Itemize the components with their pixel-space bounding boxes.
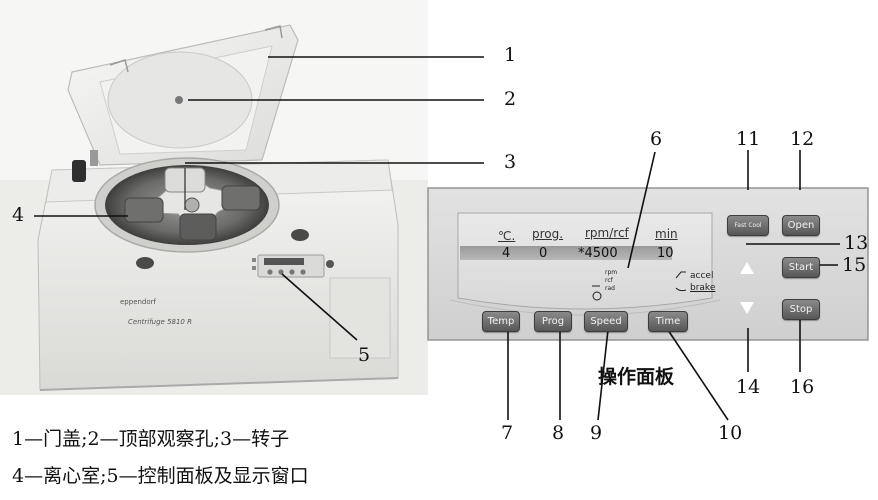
- lid: [67, 24, 299, 166]
- callout-9: 9: [590, 422, 603, 444]
- hinge-knob: [72, 150, 98, 182]
- callout-1: 1: [504, 44, 517, 66]
- lcd-label-temp: ℃.: [498, 229, 516, 243]
- callout-5: 5: [358, 344, 371, 366]
- callout-4: 4: [12, 204, 25, 226]
- callout-2: 2: [504, 88, 517, 110]
- callout-13: 13: [844, 232, 869, 254]
- callout-10: 10: [718, 422, 743, 444]
- lcd-indicator-rpm: rpm: [605, 269, 618, 276]
- rotor: [124, 167, 261, 241]
- up-arrow-icon: [740, 262, 754, 274]
- lcd-value-band: [460, 246, 672, 260]
- lcd-indicator-accel: accel: [690, 271, 714, 281]
- model-label: Centrifuge 5810 R: [128, 318, 192, 326]
- callout-14: 14: [736, 376, 761, 398]
- start-button[interactable]: Start: [782, 257, 820, 278]
- time-button[interactable]: Time: [648, 311, 688, 332]
- temp-button[interactable]: Temp: [482, 311, 520, 332]
- callout-lines-panel: [507, 150, 840, 421]
- device-control-panel: [252, 254, 334, 278]
- callout-16: 16: [790, 376, 815, 398]
- legend-line-2: 4—离心室;5—控制面板及显示窗口: [12, 465, 309, 487]
- lcd-label-rpm: rpm/rcf: [585, 226, 629, 240]
- callout-11: 11: [736, 128, 761, 150]
- callout-8: 8: [552, 422, 565, 444]
- lcd-value-prog: 0: [539, 246, 548, 261]
- callout-15: 15: [842, 254, 867, 276]
- callout-3: 3: [504, 151, 517, 173]
- callout-6: 6: [650, 128, 663, 150]
- callout-lines-photo: [34, 56, 484, 341]
- lcd-indicator-rad: rad: [605, 285, 615, 292]
- brand-label: eppendorf: [120, 298, 157, 306]
- prog-button[interactable]: Prog: [534, 311, 572, 332]
- lcd-value-speed: *4500: [578, 246, 618, 261]
- lcd-indicator-brake: brake: [690, 283, 716, 293]
- callout-12: 12: [790, 128, 815, 150]
- lcd-indicator-rcf: rcf: [605, 277, 613, 284]
- lcd-label-prog: prog.: [532, 227, 564, 241]
- legend-line-1: 1—门盖;2—顶部观察孔;3—转子: [12, 428, 290, 450]
- fast-cool-button[interactable]: Fast Cool: [727, 215, 769, 236]
- lcd-label-min: min: [655, 227, 678, 241]
- callout-7: 7: [501, 422, 514, 444]
- down-arrow-icon: [740, 302, 754, 314]
- stop-button[interactable]: Stop: [782, 299, 820, 320]
- speed-button[interactable]: Speed: [584, 311, 628, 332]
- lcd-value-temp: 4: [502, 246, 511, 261]
- open-button[interactable]: Open: [782, 215, 820, 236]
- panel-title: 操作面板: [598, 366, 675, 388]
- lcd-value-time: 10: [657, 246, 674, 261]
